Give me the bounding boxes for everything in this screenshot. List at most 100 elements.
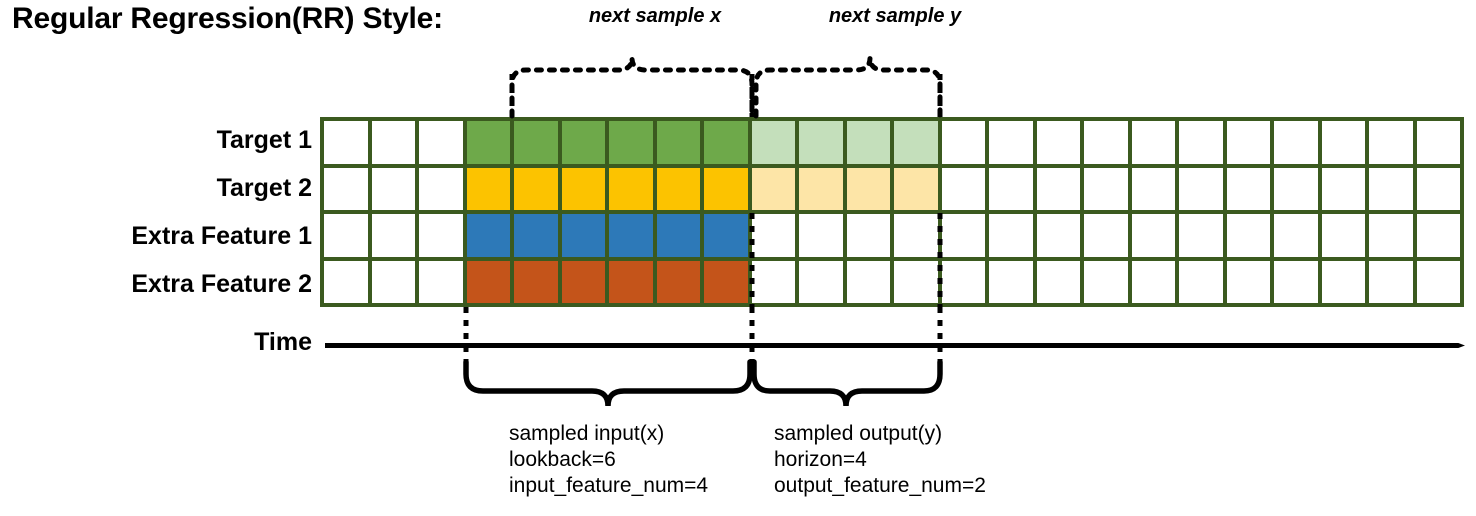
grid-cell-empty <box>1084 260 1128 303</box>
grid-cell-empty <box>941 214 985 257</box>
sampled-input-line-2: lookback=6 <box>509 448 616 471</box>
sampled-input-annotation: sampled input(x) lookback=6 input_featur… <box>509 421 708 499</box>
grid-cell-empty <box>371 167 415 210</box>
grid-cell-empty <box>1179 121 1223 164</box>
grid-cell-input <box>466 167 510 210</box>
grid-cell-empty <box>846 260 890 303</box>
sampled-input-brace <box>463 359 753 407</box>
sampled-output-line-2: horizon=4 <box>774 448 867 471</box>
grid-cell-empty <box>941 260 985 303</box>
grid-cell-empty <box>324 260 368 303</box>
grid-cell-empty <box>419 214 463 257</box>
grid-cell-empty <box>1036 260 1080 303</box>
grid-cell-empty <box>1416 167 1460 210</box>
grid-cell-empty <box>324 121 368 164</box>
grid-cell-input <box>704 121 748 164</box>
grid-cell-empty <box>1226 214 1270 257</box>
grid-cell-empty <box>1274 260 1318 303</box>
grid-cell-output <box>894 121 938 164</box>
row-label-target-2: Target 2 <box>216 174 312 202</box>
grid-cell-empty <box>1226 121 1270 164</box>
grid-cell-empty <box>1179 167 1223 210</box>
grid-cell-input <box>514 214 558 257</box>
grid-cell-empty <box>1131 167 1175 210</box>
sampled-output-annotation: sampled output(y) horizon=4 output_featu… <box>774 421 986 499</box>
grid-cell-output <box>799 167 843 210</box>
grid-cell-output <box>751 167 795 210</box>
grid-cell-empty <box>1179 214 1223 257</box>
grid-cell-empty <box>989 167 1033 210</box>
grid-cell-input <box>609 167 653 210</box>
grid-cell-output <box>846 121 890 164</box>
grid-cell-empty <box>324 214 368 257</box>
grid-cell-input <box>704 167 748 210</box>
time-axis-label: Time <box>254 328 312 356</box>
grid-cell-output <box>799 121 843 164</box>
grid-cell-empty <box>1369 214 1413 257</box>
grid-cell-input <box>466 121 510 164</box>
grid-cell-input <box>466 260 510 303</box>
grid-cell-input <box>656 214 700 257</box>
grid-cell-input <box>656 121 700 164</box>
grid-row <box>324 167 1460 210</box>
grid-cell-empty <box>751 214 795 257</box>
grid-cell-empty <box>799 260 843 303</box>
next-sample-x-brace <box>509 57 755 119</box>
grid-cell-empty <box>419 121 463 164</box>
grid-cell-empty <box>1131 121 1175 164</box>
grid-cell-input <box>561 260 605 303</box>
grid-cell-empty <box>1274 121 1318 164</box>
row-label-extra-feature-1: Extra Feature 1 <box>131 222 312 250</box>
grid-cell-empty <box>371 260 415 303</box>
grid-cell-input <box>514 121 558 164</box>
grid-cell-input <box>561 121 605 164</box>
next-sample-y-brace <box>753 57 943 119</box>
grid-cell-empty <box>1036 121 1080 164</box>
time-axis-arrow <box>325 343 1465 348</box>
grid-cell-input <box>704 260 748 303</box>
grid-cell-input <box>656 260 700 303</box>
timeseries-grid <box>320 117 1464 307</box>
grid-cell-empty <box>1369 260 1413 303</box>
grid-cell-empty <box>799 214 843 257</box>
grid-cell-input <box>704 214 748 257</box>
grid-cell-input <box>609 121 653 164</box>
grid-cell-empty <box>1274 214 1318 257</box>
grid-cell-empty <box>1226 260 1270 303</box>
grid-cell-output <box>751 121 795 164</box>
grid-cell-output <box>846 167 890 210</box>
grid-cell-empty <box>1036 167 1080 210</box>
grid-cell-empty <box>989 121 1033 164</box>
grid-cell-empty <box>1084 121 1128 164</box>
grid-cell-empty <box>751 260 795 303</box>
grid-cell-empty <box>1274 167 1318 210</box>
grid-cell-empty <box>1369 167 1413 210</box>
grid-cell-empty <box>1226 167 1270 210</box>
sampled-output-brace <box>751 359 943 407</box>
grid-cell-input <box>609 214 653 257</box>
grid-cell-input <box>514 260 558 303</box>
top-dotted-guides <box>509 74 943 117</box>
grid-cell-empty <box>1084 214 1128 257</box>
grid-cell-input <box>561 167 605 210</box>
sampled-input-line-1: sampled input(x) <box>509 422 665 445</box>
grid-cell-empty <box>846 214 890 257</box>
grid-cell-input <box>561 214 605 257</box>
grid-cell-empty <box>419 167 463 210</box>
page-title: Regular Regression(RR) Style: <box>12 2 443 35</box>
grid-cell-empty <box>1321 121 1365 164</box>
grid-row <box>324 121 1460 164</box>
grid-cell-empty <box>419 260 463 303</box>
grid-cell-empty <box>1321 167 1365 210</box>
grid-cell-empty <box>941 121 985 164</box>
grid-cell-empty <box>1369 121 1413 164</box>
sampled-input-line-3: input_feature_num=4 <box>509 474 709 497</box>
grid-cell-empty <box>1131 214 1175 257</box>
grid-cell-empty <box>1416 121 1460 164</box>
grid-cell-empty <box>371 214 415 257</box>
grid-cell-input <box>514 167 558 210</box>
sampled-output-line-1: sampled output(y) <box>774 422 943 445</box>
grid-cell-input <box>609 260 653 303</box>
grid-cell-empty <box>1179 260 1223 303</box>
grid-cell-empty <box>989 260 1033 303</box>
